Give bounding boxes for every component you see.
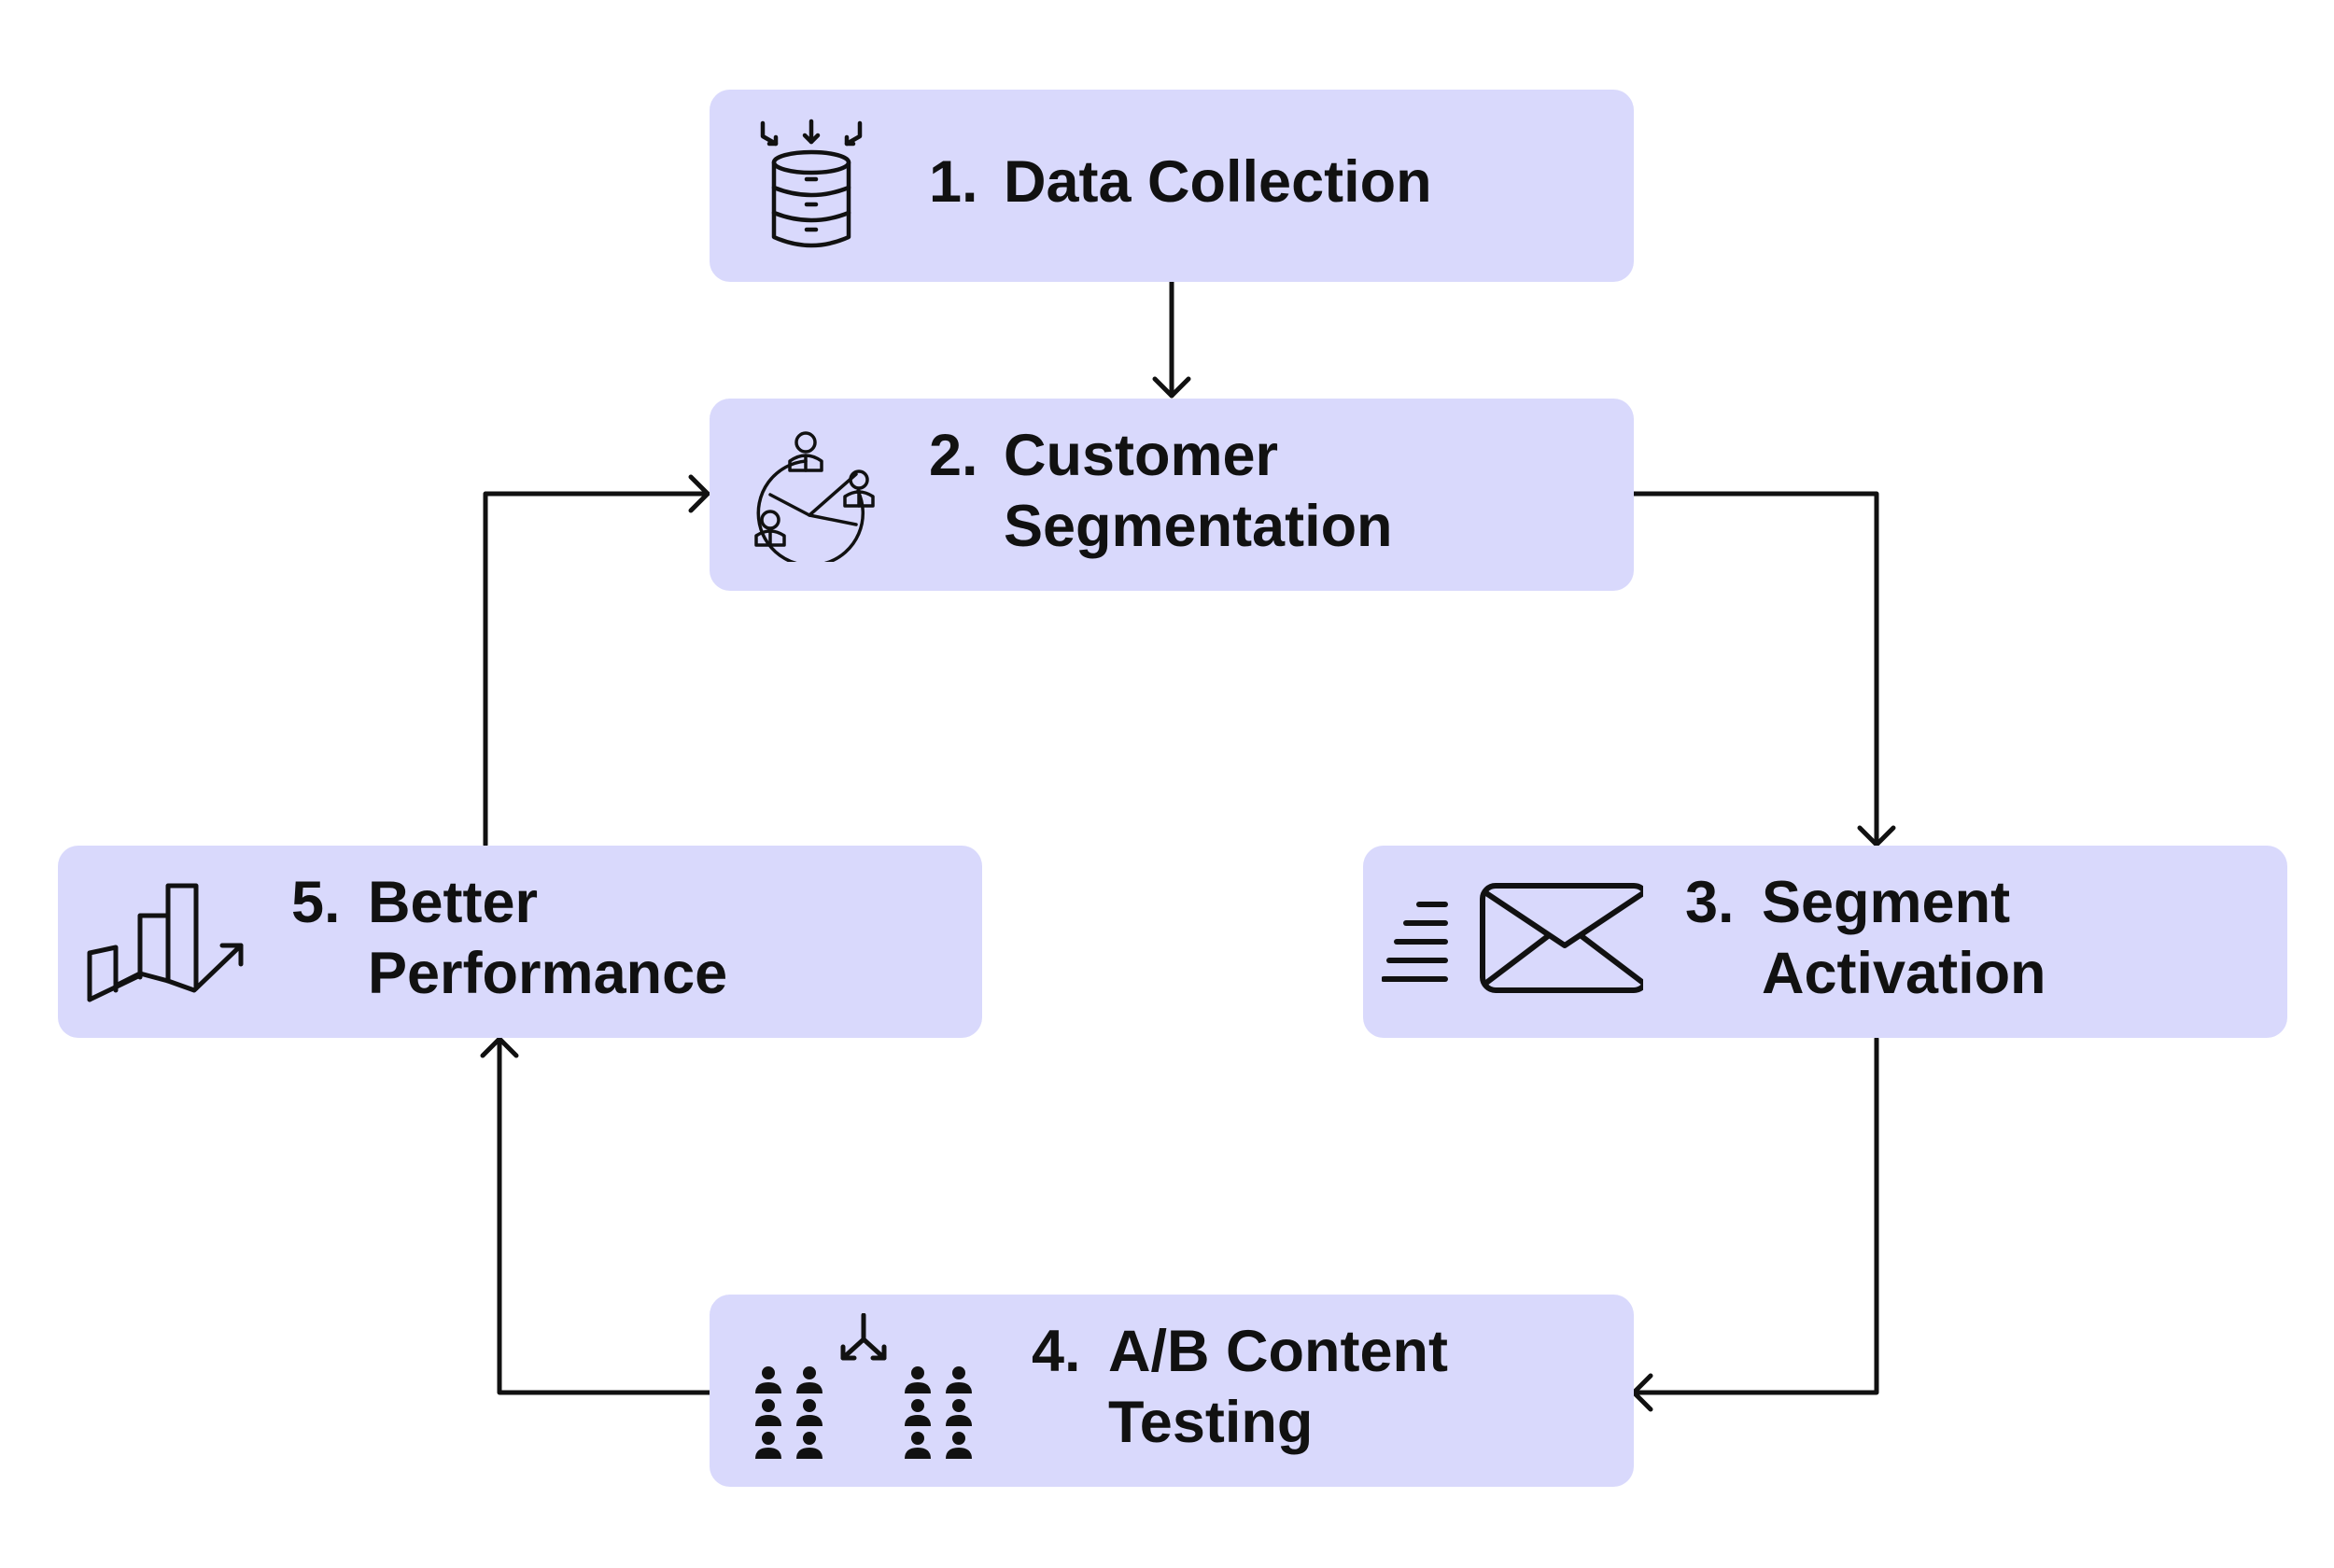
step-title-line: Better bbox=[368, 870, 539, 935]
envelope-icon bbox=[1382, 883, 1643, 993]
arrowhead-segmentation-top bbox=[1152, 376, 1191, 399]
step-title-line: Segment bbox=[1762, 870, 2011, 935]
step-title-line: Performance bbox=[368, 941, 728, 1006]
step-ab-content-testing: 4. A/B Content Testing bbox=[710, 1295, 1634, 1487]
arrow-performance-to-segmentation bbox=[483, 491, 710, 847]
database-icon bbox=[760, 119, 863, 248]
step-title-line: Data Collection bbox=[1004, 149, 1432, 215]
ab-split-people-icon bbox=[755, 1313, 972, 1459]
arrow-segmentation-to-activation bbox=[1631, 491, 1879, 847]
step-number: 2. bbox=[929, 423, 978, 488]
step-customer-segmentation: 2. Customer Segmentation bbox=[710, 399, 1634, 591]
step-data-collection: 1. Data Collection bbox=[710, 90, 1634, 282]
arrow-activation-to-testing bbox=[1631, 1036, 1879, 1395]
step-segment-activation: 3. Segment Activation bbox=[1363, 846, 2287, 1038]
growth-chart-icon bbox=[87, 883, 244, 1002]
arrowhead-activation-top bbox=[1857, 825, 1896, 847]
step-title-line: A/B Content bbox=[1108, 1319, 1448, 1384]
step-title-line: Activation bbox=[1762, 941, 2046, 1006]
step-number: 5. bbox=[291, 870, 341, 935]
step-better-performance: 5. Better Performance bbox=[58, 846, 982, 1038]
step-number: 3. bbox=[1685, 870, 1735, 935]
arrowhead-segmentation-left bbox=[688, 474, 710, 513]
step-title-line: Testing bbox=[1108, 1390, 1314, 1455]
step-title-line: Segmentation bbox=[1004, 494, 1393, 559]
arrowhead-performance-bottom bbox=[480, 1036, 519, 1058]
step-number: 1. bbox=[929, 149, 978, 215]
arrowhead-testing-right bbox=[1631, 1373, 1653, 1412]
arrow-testing-to-performance bbox=[497, 1036, 712, 1395]
customer-segments-icon bbox=[754, 431, 875, 562]
step-number: 4. bbox=[1032, 1319, 1081, 1384]
step-title-line: Customer bbox=[1004, 423, 1279, 488]
